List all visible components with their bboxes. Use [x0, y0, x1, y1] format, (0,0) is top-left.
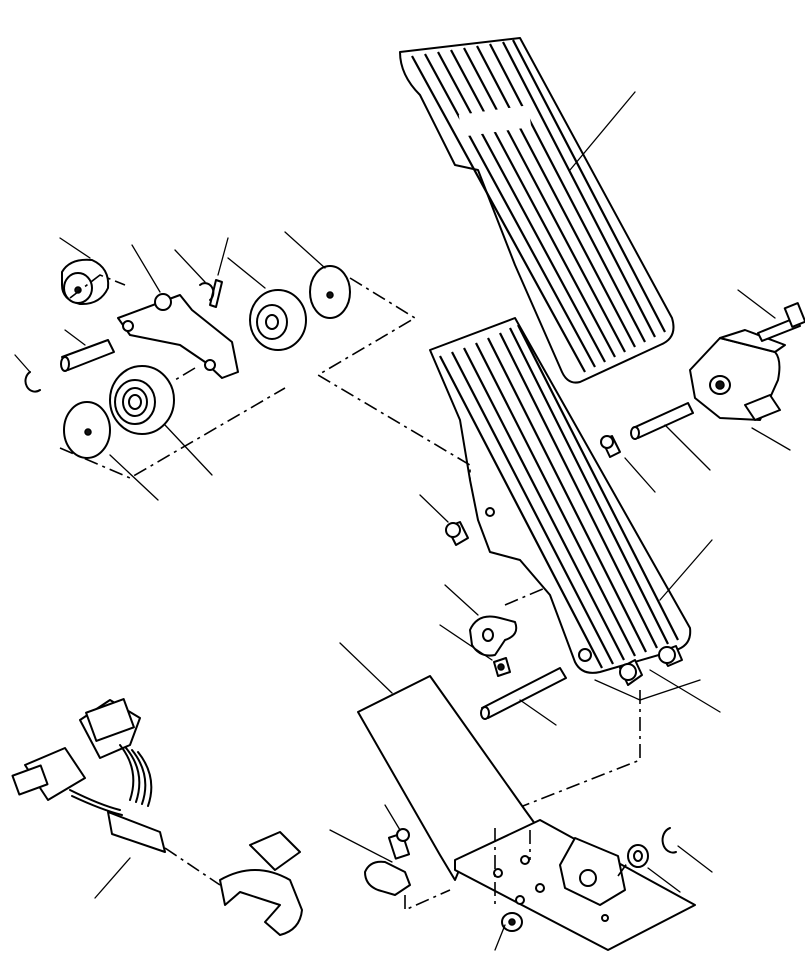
dash-roller-lever: [69, 274, 126, 299]
dash-harness-split: [164, 847, 221, 886]
callout-lower-disc: [109, 454, 159, 501]
callout-upper-disc: [284, 231, 326, 269]
heel-bushing-leaders: [594, 669, 721, 713]
callout-pivot-roller: [227, 257, 266, 289]
dash-lower-stack: [59, 367, 286, 479]
callout-floor-bracket: [339, 642, 393, 694]
upper-pedal-pad: [399, 37, 675, 384]
heel-bushing-1: [619, 659, 643, 686]
callout-clip-screw: [439, 624, 493, 661]
callout-pivot-pin-lower: [519, 699, 557, 726]
floor-bracket: [357, 675, 696, 951]
callout-sensor-bolt: [737, 289, 776, 319]
clamp-leaders: [329, 804, 401, 863]
bracket-washer: [627, 844, 649, 868]
bracket-washer-leaders: [647, 845, 713, 893]
callout-spring-clip: [444, 584, 479, 616]
main-bearing-roller: [109, 365, 175, 435]
bushing-left: [445, 521, 469, 546]
pin-shaft: [60, 339, 115, 372]
left-roller: [61, 258, 110, 306]
lever-pin: [209, 279, 223, 308]
dash-washer: [617, 861, 629, 877]
callout-main-bearing: [164, 424, 213, 476]
dash-heel-to-bracket: [499, 690, 641, 816]
callout-bushing-right: [624, 457, 656, 493]
position-sensor: [689, 329, 786, 421]
e-clip-top: [199, 282, 215, 301]
callout-bracket-nut: [494, 924, 506, 951]
cable-clamp: [364, 860, 411, 896]
bushing-right: [600, 435, 621, 458]
lever-arm: [117, 293, 239, 379]
lower-pad-grooves: [439, 324, 679, 669]
callout-lever: [131, 244, 161, 293]
bracket-circlip: [661, 827, 677, 854]
bracket-nut: [501, 912, 523, 932]
wire-harness: [11, 698, 303, 936]
dash-clamp-to-bracket: [404, 889, 451, 912]
upper-pad-grooves: [411, 39, 666, 373]
clip-screw: [493, 657, 511, 677]
e-clip-left: [24, 371, 41, 393]
lower-pedal-assembly: [429, 317, 692, 674]
dash-clip-to-arm: [504, 587, 546, 606]
spring-clip: [469, 615, 518, 657]
callout-bushing-left: [419, 494, 449, 523]
callout-lower-pad: [659, 539, 713, 601]
callout-e-clip-top: [174, 249, 206, 283]
pivot-roller: [249, 289, 307, 351]
sensor-bolt: [757, 302, 805, 342]
callout-sensor: [751, 427, 791, 451]
upper-disc: [309, 265, 351, 319]
clamp-screw: [387, 828, 411, 860]
pivot-pin-upper: [630, 402, 694, 440]
lower-disc: [63, 401, 111, 459]
callout-e-clip-left: [14, 354, 31, 373]
dash-disc-to-arm: [316, 277, 471, 480]
heel-bushing-2: [658, 645, 683, 667]
pivot-pin-lower: [480, 667, 567, 720]
callout-pivot-pin-upper: [664, 424, 711, 471]
callout-pin-shaft: [64, 329, 86, 346]
callout-wire-harness: [94, 857, 131, 899]
callout-upper-pad: [569, 91, 636, 171]
callout-left-roller: [59, 237, 91, 259]
callout-lever-pin: [217, 237, 229, 276]
